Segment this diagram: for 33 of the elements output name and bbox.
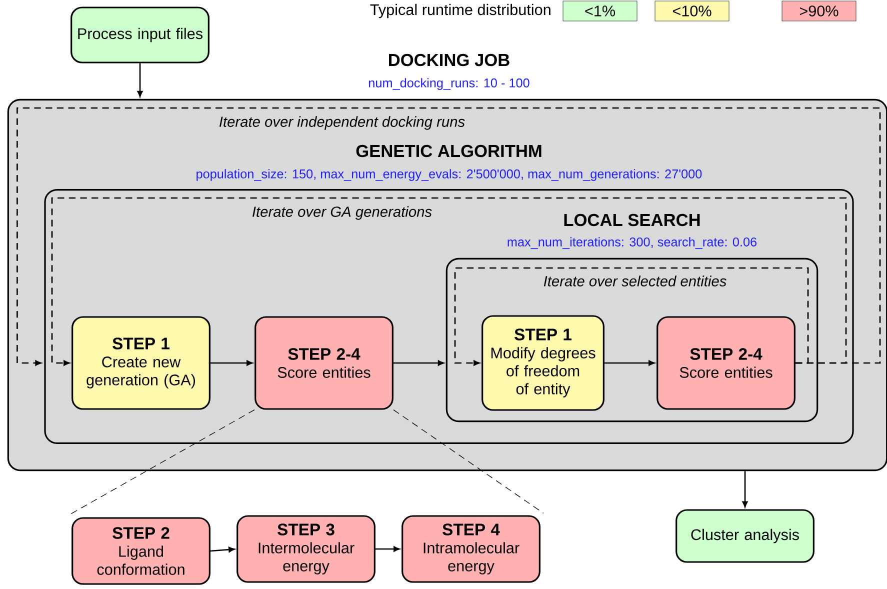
arrow	[375, 546, 400, 552]
arrow	[742, 471, 748, 508]
heading: GENETIC ALGORITHM	[356, 144, 542, 158]
legend-title: Typical runtime distribution	[370, 4, 550, 18]
process-box: STEP 1 Modify degrees of freedom of entity	[482, 315, 604, 411]
process-box: STEP 2 Ligand conformation	[72, 517, 210, 585]
arrow	[51, 197, 847, 366]
arrow	[210, 546, 235, 552]
process-box: STEP 2-4 Score entities	[254, 316, 394, 410]
arrow	[604, 360, 655, 366]
arrow	[210, 360, 253, 366]
legend-label: <10%	[672, 6, 712, 16]
arrow	[454, 267, 809, 366]
edge-label: Iterate over independent docking runs	[218, 114, 466, 132]
parameter-text: num_docking_runs: 10 - 100	[368, 78, 530, 90]
arrow	[16, 107, 881, 366]
heading: DOCKING JOB	[389, 54, 510, 66]
arrow	[137, 63, 143, 98]
process-box: STEP 2-4 Score entities	[656, 316, 796, 410]
legend-label: >90%	[800, 6, 838, 16]
edge-label: Iterate over GA generations	[250, 204, 434, 222]
zoom-line	[393, 409, 544, 514]
process-box: Cluster analysis	[676, 509, 814, 563]
arrow	[393, 360, 444, 366]
edge-label: Iterate over selected entities	[542, 274, 728, 288]
process-box: STEP 1 Create new generation (GA)	[72, 316, 210, 410]
parameter-text: population_size: 150, max_num_energy_evals: 2'500'000, max_num_generations: 27'000	[196, 169, 702, 181]
process-box: Process input files	[70, 6, 210, 64]
legend-label: <1%	[585, 6, 616, 16]
process-box: STEP 3 Intermolecular energy	[236, 515, 376, 583]
parameter-text: max_num_iterations: 300, search_rate: 0.06	[508, 237, 756, 249]
process-box: STEP 4 Intramolecular energy	[402, 515, 540, 583]
heading: LOCAL SEARCH	[564, 214, 700, 226]
